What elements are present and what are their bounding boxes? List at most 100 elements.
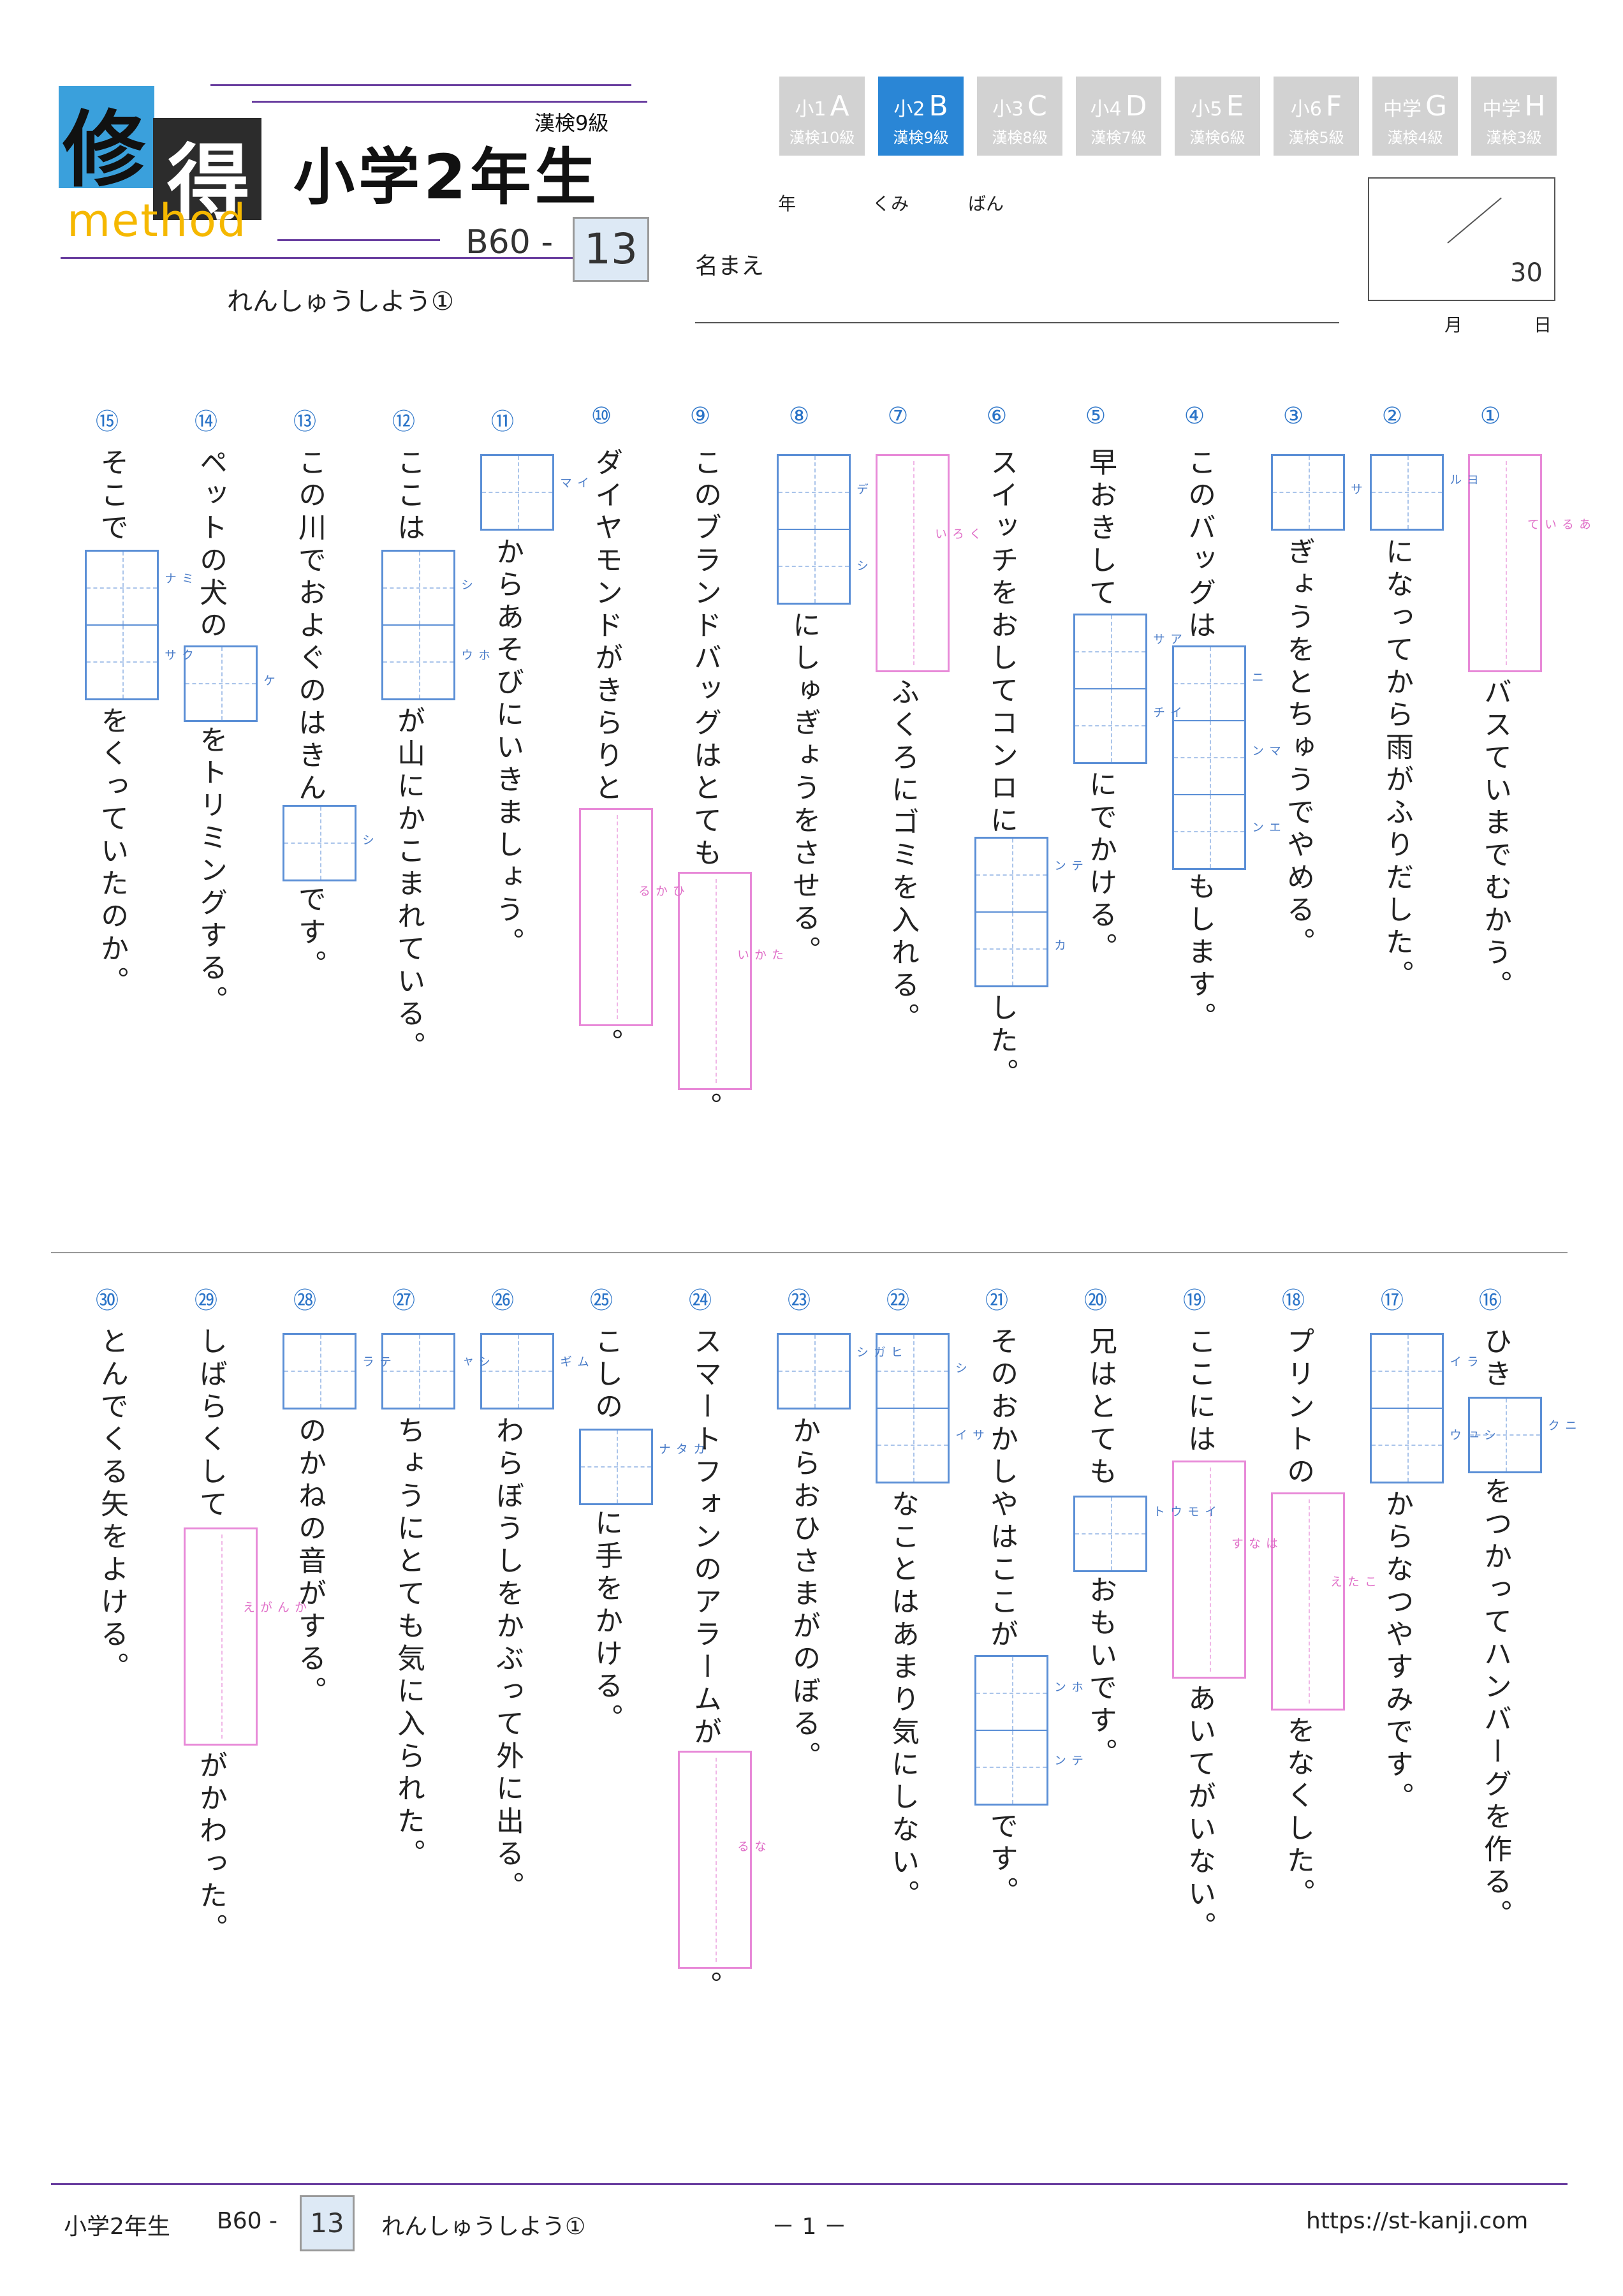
worksheet-code: B60 - <box>466 223 554 261</box>
kanji-answer-box[interactable] <box>1172 645 1246 870</box>
question-number: ⑧ <box>788 403 810 429</box>
kanji-answer-box[interactable] <box>184 645 258 722</box>
kanji-reading: カタナ <box>657 1443 705 1455</box>
footer-line <box>51 2183 1568 2185</box>
sentence-text: ここは <box>392 448 425 545</box>
kanji-answer-box[interactable] <box>85 550 159 700</box>
hiragana-answer-box[interactable] <box>678 872 752 1090</box>
hiragana-answer-box[interactable] <box>1172 1461 1246 1679</box>
level-letter: C <box>1027 90 1047 122</box>
kanji-answer-box[interactable] <box>974 837 1048 987</box>
hiragana-reading: はなす <box>1230 1537 1278 1550</box>
question-number: ㉙ <box>194 1288 217 1314</box>
level-grade: 中学 <box>1482 98 1521 121</box>
name-field[interactable] <box>695 322 1339 323</box>
sentence-text: が山にかこまれている。 <box>392 706 425 1064</box>
kanji-answer-box[interactable] <box>480 454 554 531</box>
sentence-text: をトリミングする。 <box>195 725 227 1018</box>
kanji-answer-box[interactable] <box>283 1333 356 1409</box>
kanji-answer-box[interactable] <box>777 1333 851 1409</box>
kanji-answer-box[interactable] <box>876 1333 950 1483</box>
question-number: ⑦ <box>887 403 909 429</box>
question-number: ⑲ <box>1182 1288 1206 1314</box>
sentence-text: あいてがいない。 <box>1183 1684 1215 1944</box>
kanji-answer-box[interactable] <box>381 550 455 700</box>
question-number: ⑫ <box>392 409 415 435</box>
sentence-text: 兄はとても <box>1084 1327 1117 1489</box>
kanji-answer-box[interactable] <box>1073 614 1147 764</box>
question-number: ⑱ <box>1281 1288 1305 1314</box>
kanji-answer-box[interactable] <box>1468 1397 1542 1473</box>
question-number: ⑮ <box>95 409 119 435</box>
sentence-text: をくっていたのか。 <box>96 706 128 999</box>
kanji-reading: テン <box>1052 1754 1083 1767</box>
sentence-text: スマートフォンのアラームが <box>689 1327 721 1749</box>
question-number: ⑯ <box>1478 1288 1502 1314</box>
level-letter: G <box>1425 90 1448 122</box>
kanji-reading: シュウ <box>1448 1429 1496 1441</box>
hiragana-answer-box[interactable] <box>1271 1492 1345 1711</box>
grade-title: 小学2年生 <box>293 142 600 213</box>
kanji-answer-box[interactable] <box>579 1429 653 1505</box>
kanji-answer-box[interactable] <box>1370 1333 1444 1483</box>
level-kanken: 漢検3級 <box>1486 129 1542 147</box>
kanji-answer-box[interactable] <box>480 1333 554 1409</box>
sentence-text: 。 <box>689 1971 721 2003</box>
kanji-answer-box[interactable] <box>1370 454 1444 531</box>
sentence-text: しばらくして <box>195 1327 227 1522</box>
kanji-answer-box[interactable] <box>1271 454 1345 531</box>
question-number: ㉚ <box>95 1288 119 1314</box>
hiragana-answer-box[interactable] <box>678 1751 752 1969</box>
sentence-text: とんでくる矢をよける。 <box>96 1327 128 1684</box>
section-divider <box>51 1252 1568 1253</box>
sentence-text: 。 <box>689 1092 721 1124</box>
hiragana-answer-box[interactable] <box>1468 454 1542 672</box>
hiragana-answer-box[interactable] <box>184 1527 258 1746</box>
sentence-text: ダイヤモンドがきらりと <box>590 448 622 806</box>
kanji-reading: シ <box>459 578 473 591</box>
footer-url[interactable]: https://st-kanji.com <box>1306 2208 1529 2234</box>
sentence-text: からおひさまがのぼる。 <box>788 1416 820 1774</box>
kanji-reading: シ <box>855 559 869 572</box>
kanji-answer-box[interactable] <box>1073 1496 1147 1572</box>
logo-kanji-shu: 修 <box>62 101 146 198</box>
level-grade: 小2 <box>893 98 925 121</box>
question-number: ② <box>1381 403 1403 429</box>
sentence-text: わらぼうしをかぶって外に出る。 <box>491 1416 524 1904</box>
lesson-title: れんしゅうしよう① <box>227 287 454 316</box>
sentence-text: ふくろにゴミを入れる。 <box>886 677 919 1035</box>
level-letter: B <box>929 90 948 122</box>
level-letter: A <box>830 90 849 122</box>
question-number: ⑭ <box>194 409 217 435</box>
question-number: ㉘ <box>293 1288 316 1314</box>
logo-method: method <box>67 195 247 247</box>
hiragana-reading: くろい <box>933 527 981 541</box>
score-box[interactable] <box>1368 177 1555 301</box>
kanji-reading: ニク <box>1546 1419 1577 1432</box>
hiragana-answer-box[interactable] <box>579 808 653 1026</box>
kanji-answer-box[interactable] <box>777 454 851 605</box>
hiragana-answer-box[interactable] <box>876 454 950 672</box>
kanji-answer-box[interactable] <box>283 805 356 881</box>
header-top-line <box>210 84 631 86</box>
sentence-text: ひき <box>1479 1327 1511 1392</box>
sentence-text: にしゅぎょうをさせる。 <box>788 610 820 968</box>
sentence-text: がかわった。 <box>195 1751 227 1946</box>
kanji-answer-box[interactable] <box>381 1333 455 1409</box>
logo-kanji-toku: 得 <box>167 135 251 232</box>
kanji-reading: ミナ <box>163 572 194 585</box>
class-year-label: 年 <box>778 193 797 214</box>
question-number: ⑪ <box>490 409 514 435</box>
sentence-text: です。 <box>985 1811 1018 1909</box>
question-number: ① <box>1480 403 1501 429</box>
kanji-answer-box[interactable] <box>974 1655 1048 1806</box>
hiragana-reading: あるいて <box>1525 518 1591 531</box>
